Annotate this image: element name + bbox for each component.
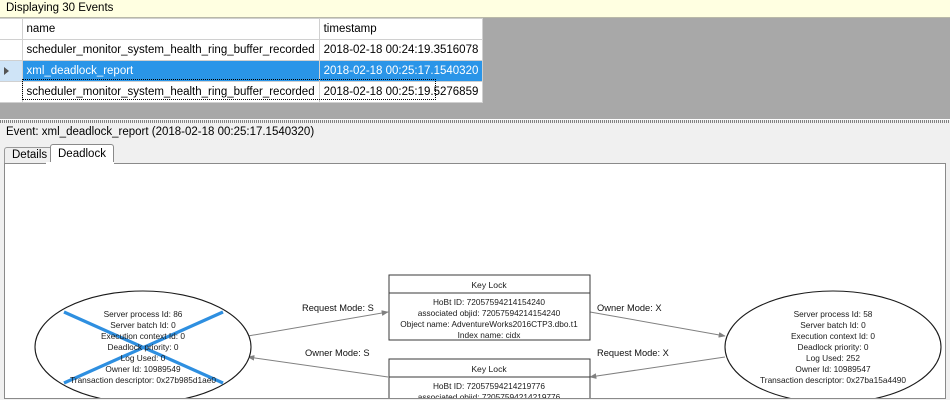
- events-table: name timestamp scheduler_monitor_system_…: [0, 18, 484, 103]
- edge-label: Request Mode: X: [597, 348, 669, 358]
- row-indicator-cell[interactable]: [0, 81, 23, 103]
- deadlock-victim-x-icon: [63, 310, 224, 385]
- edge-label: Owner Mode: S: [305, 348, 370, 358]
- edge-line: [247, 355, 389, 378]
- tab-deadlock[interactable]: Deadlock: [50, 144, 114, 164]
- resource-line: associated objid: 72057594214154240: [418, 308, 561, 318]
- process-line: Log Used: 0: [121, 353, 166, 363]
- edge-right-request-bottom[interactable]: Request Mode: X: [589, 348, 726, 379]
- resource-body-box: [388, 376, 591, 398]
- resource-line: Index name: cidx: [458, 330, 522, 340]
- process-line: Transaction descriptor: 0x27b985d1ae0: [70, 375, 216, 385]
- deadlock-graph-canvas: Request Mode: S Owner Mode: X Owner Mode…: [34, 274, 942, 398]
- process-line: Server process Id: 58: [794, 309, 873, 319]
- resource-node-top[interactable]: Key Lock HoBt ID: 72057594214154240 asso…: [388, 274, 591, 341]
- table-row[interactable]: scheduler_monitor_system_health_ring_buf…: [0, 81, 484, 103]
- cell-name[interactable]: scheduler_monitor_system_health_ring_buf…: [22, 39, 320, 61]
- edge-line: [589, 311, 726, 338]
- active-tab-seam: [46, 162, 114, 165]
- edge-bottom-owner-left[interactable]: Owner Mode: S: [247, 348, 389, 378]
- resource-title: Key Lock: [471, 280, 507, 290]
- resource-line: associated objid: 72057594214219776: [418, 392, 561, 398]
- table-row[interactable]: xml_deadlock_report 2018-02-18 00:25:17.…: [0, 60, 484, 82]
- resource-title: Key Lock: [471, 364, 507, 374]
- edge-line: [589, 356, 726, 379]
- deadlock-tab-panel: Request Mode: S Owner Mode: X Owner Mode…: [4, 163, 946, 399]
- process-line: Server batch Id: 0: [110, 320, 176, 330]
- cell-timestamp[interactable]: 2018-02-18 00:25:19.5276859: [319, 81, 484, 103]
- event-detail-panel: Event: xml_deadlock_report (2018-02-18 0…: [0, 123, 950, 400]
- tab-details[interactable]: Details: [4, 147, 56, 163]
- edge-right-owner-top[interactable]: Owner Mode: X: [589, 303, 726, 338]
- edge-left-request-top[interactable]: Request Mode: S: [247, 303, 389, 337]
- process-line: Execution context Id: 0: [101, 331, 185, 341]
- resource-line: HoBt ID: 72057594214219776: [433, 381, 545, 391]
- displaying-events-label: Displaying 30 Events: [6, 2, 114, 14]
- cell-timestamp[interactable]: 2018-02-18 00:24:19.3516078: [319, 39, 484, 61]
- edge-line: [247, 310, 389, 337]
- process-ellipse: [724, 290, 942, 398]
- edge-label: Owner Mode: X: [597, 303, 662, 313]
- resource-body-box: [388, 292, 591, 341]
- column-header-timestamp[interactable]: timestamp: [319, 18, 484, 40]
- row-indicator-cell[interactable]: [0, 39, 23, 61]
- process-line: Execution context Id: 0: [791, 331, 875, 341]
- edge-label: Request Mode: S: [302, 303, 374, 313]
- row-arrow-icon: [4, 66, 9, 75]
- process-node-left[interactable]: Server process Id: 86 Server batch Id: 0…: [34, 290, 252, 398]
- table-header-row: name timestamp: [0, 18, 484, 40]
- cell-name[interactable]: scheduler_monitor_system_health_ring_buf…: [22, 81, 320, 103]
- column-header-name[interactable]: name: [22, 18, 320, 40]
- process-line: Deadlock priority: 0: [797, 342, 868, 352]
- cell-timestamp[interactable]: 2018-02-18 00:25:17.1540320: [319, 60, 484, 82]
- process-line: Log Used: 252: [806, 353, 860, 363]
- row-indicator-cell[interactable]: [0, 60, 23, 82]
- process-line: Owner Id: 10989549: [105, 364, 181, 374]
- column-header-indicator[interactable]: [0, 18, 23, 40]
- horizontal-splitter[interactable]: [0, 119, 950, 124]
- resource-node-bottom[interactable]: Key Lock HoBt ID: 72057594214219776 asso…: [388, 358, 591, 398]
- process-line: Transaction descriptor: 0x27ba15a4490: [760, 375, 906, 385]
- process-line: Deadlock priority: 0: [107, 342, 178, 352]
- process-node-right[interactable]: Server process Id: 58 Server batch Id: 0…: [724, 290, 942, 398]
- event-caption-label: Event: xml_deadlock_report (2018-02-18 0…: [6, 126, 315, 138]
- deadlock-graph[interactable]: Request Mode: S Owner Mode: X Owner Mode…: [5, 164, 945, 398]
- table-row[interactable]: scheduler_monitor_system_health_ring_buf…: [0, 39, 484, 61]
- resource-line: Object name: AdventureWorks2016CTP3.dbo.…: [400, 319, 578, 329]
- process-line: Server process Id: 86: [104, 309, 183, 319]
- events-grid[interactable]: name timestamp scheduler_monitor_system_…: [0, 18, 950, 119]
- process-line: Owner Id: 10989547: [795, 364, 871, 374]
- displaying-events-banner: Displaying 30 Events: [0, 0, 950, 18]
- cell-name[interactable]: xml_deadlock_report: [22, 60, 320, 82]
- process-line: Server batch Id: 0: [800, 320, 866, 330]
- resource-line: HoBt ID: 72057594214154240: [433, 297, 545, 307]
